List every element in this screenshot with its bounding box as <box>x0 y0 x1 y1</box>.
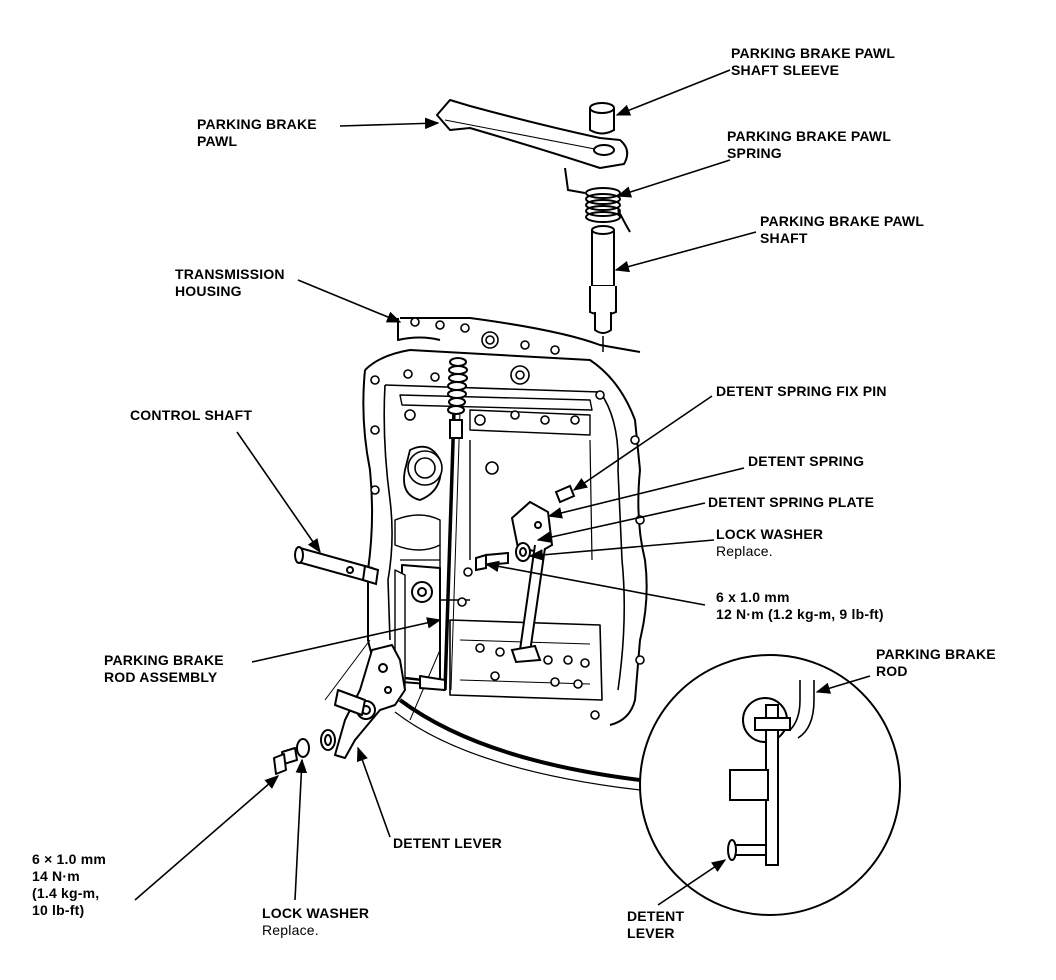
label-line: SHAFT <box>760 230 808 246</box>
label-line: 6 x 1.0 mm <box>716 589 790 605</box>
label-line: PARKING BRAKE <box>197 116 317 132</box>
label-bolt-torque-left: 6 × 1.0 mm 14 N·m (1.4 kg-m, 10 lb-ft) <box>32 851 106 919</box>
label-pawl-shaft-sleeve: PARKING BRAKE PAWL SHAFT SLEEVE <box>731 45 895 79</box>
label-rod-assembly: PARKING BRAKE ROD ASSEMBLY <box>104 652 224 686</box>
label-line: HOUSING <box>175 283 242 299</box>
label-line: SPRING <box>727 145 782 161</box>
label-transmission-housing: TRANSMISSION HOUSING <box>175 266 285 300</box>
label-line: 14 N·m <box>32 868 80 884</box>
label-line: LEVER <box>627 925 675 941</box>
label-detent-lever: DETENT LEVER <box>393 835 502 851</box>
label-pawl-shaft: PARKING BRAKE PAWL SHAFT <box>760 213 924 247</box>
label-line: PARKING BRAKE <box>876 646 996 662</box>
label-line: PARKING BRAKE PAWL <box>727 128 892 144</box>
label-lock-washer-right: LOCK WASHER Replace. <box>716 526 823 560</box>
label-line: ROD ASSEMBLY <box>104 669 218 685</box>
label-line: SHAFT SLEEVE <box>731 62 840 78</box>
label-note: Replace. <box>262 922 319 938</box>
label-line: DETENT <box>627 908 685 924</box>
label-line: PARKING BRAKE PAWL <box>731 45 896 61</box>
label-line: 10 lb-ft) <box>32 902 85 918</box>
label-detent-spring: DETENT SPRING <box>748 453 865 469</box>
label-line: ROD <box>876 663 908 679</box>
label-lock-washer-left: LOCK WASHER Replace. <box>262 905 369 939</box>
label-line: LOCK WASHER <box>716 526 824 542</box>
label-detent-spring-plate: DETENT SPRING PLATE <box>708 494 875 510</box>
detent-lever-assembly <box>273 564 446 775</box>
pawl-shaft <box>589 225 617 352</box>
label-line: 6 × 1.0 mm <box>32 851 106 867</box>
label-line: LOCK WASHER <box>262 905 370 921</box>
label-note: Replace. <box>716 543 773 559</box>
label-line: 12 N·m (1.2 kg-m, 9 lb-ft) <box>716 606 884 622</box>
label-line: PARKING BRAKE <box>104 652 224 668</box>
label-line: TRANSMISSION <box>175 266 285 282</box>
label-pawl-spring: PARKING BRAKE PAWL SPRING <box>727 128 891 162</box>
pawl-spring <box>564 167 631 233</box>
label-line: PARKING BRAKE PAWL <box>760 213 925 229</box>
label-detent-lever-inset: DETENT LEVER <box>627 908 684 942</box>
inset-detail <box>639 654 901 916</box>
label-line: (1.4 kg-m, <box>32 885 100 901</box>
leader-lines <box>134 69 871 906</box>
label-line: PAWL <box>197 133 238 149</box>
parking-brake-pawl <box>436 99 629 169</box>
label-parking-brake-pawl: PARKING BRAKE PAWL <box>197 116 317 150</box>
pawl-shaft-sleeve <box>589 102 615 156</box>
label-detent-spring-fix-pin: DETENT SPRING FIX PIN <box>716 383 887 399</box>
label-bolt-torque-right: 6 x 1.0 mm 12 N·m (1.2 kg-m, 9 lb-ft) <box>716 589 884 623</box>
housing-bolt-holes <box>370 317 645 720</box>
label-control-shaft: CONTROL SHAFT <box>130 407 253 423</box>
label-parking-brake-rod-inset: PARKING BRAKE ROD <box>876 646 996 680</box>
detent-spring-assembly <box>475 484 576 664</box>
parking-brake-rod <box>443 357 468 691</box>
control-shaft <box>294 546 380 586</box>
